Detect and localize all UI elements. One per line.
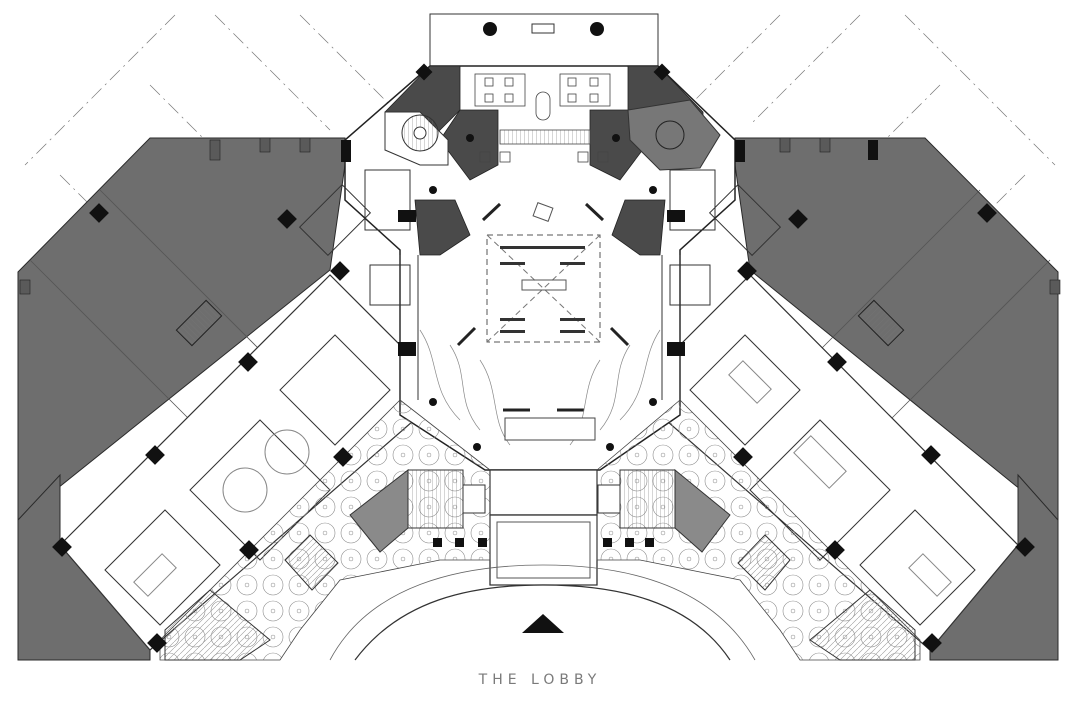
top-entry-canopy — [429, 13, 659, 67]
central-atrium — [456, 202, 630, 412]
side-corridors — [298, 169, 782, 415]
wing-wall-details — [19, 137, 1061, 295]
porch-inner — [496, 521, 591, 579]
plan-caption: THE LOBBY — [478, 672, 602, 688]
spiral-stair — [384, 111, 449, 166]
canopy-column — [483, 22, 497, 36]
stair-icon — [175, 299, 905, 347]
canopy-column — [590, 22, 604, 36]
right-lounge — [627, 99, 721, 171]
lounge-seating — [474, 73, 611, 163]
reception-desk — [504, 417, 596, 441]
entry-vestibule — [489, 469, 598, 516]
water-features — [164, 468, 916, 661]
entry-porch — [489, 514, 598, 586]
driveway-inner-arc — [329, 564, 756, 661]
round-columns — [429, 134, 657, 451]
canopy-sign — [531, 23, 555, 34]
wing-diagonals — [29, 189, 1051, 421]
north-arrow-triangle-icon — [522, 614, 564, 633]
